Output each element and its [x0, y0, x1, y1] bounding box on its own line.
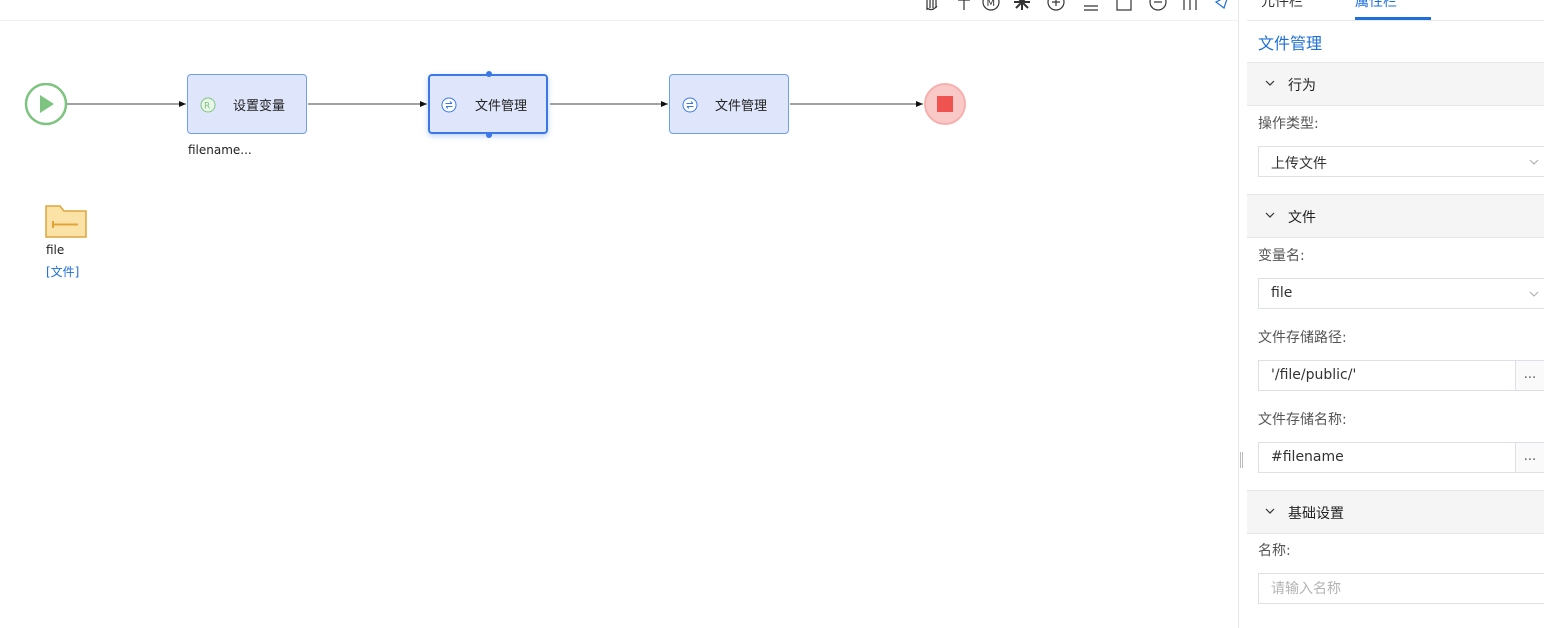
operation-type-select[interactable]: 上传文件	[1258, 146, 1544, 177]
zoom-out-icon[interactable]	[1148, 0, 1168, 12]
storage-name-label: 文件存储名称:	[1258, 412, 1347, 428]
storage-name-more-button[interactable]: ...	[1516, 442, 1544, 473]
section-title: 基础设置	[1288, 506, 1344, 522]
settings-tool-icon[interactable]	[1012, 0, 1032, 12]
section-behavior[interactable]: 行为	[1247, 62, 1544, 106]
flow-edges	[67, 101, 923, 107]
resize-handle[interactable]	[1240, 452, 1244, 468]
active-tab-indicator	[1355, 17, 1431, 20]
section-file[interactable]: 文件	[1247, 194, 1544, 238]
input-value: #filename	[1271, 449, 1344, 465]
select-value: file	[1271, 285, 1293, 301]
layout-icon[interactable]	[1180, 0, 1200, 12]
canvas-toolbar: M	[0, 0, 1238, 21]
operation-type-label: 操作类型:	[1258, 116, 1319, 132]
tab-properties[interactable]: 属性栏	[1355, 0, 1397, 10]
storage-path-field: '/file/public/' ...	[1258, 360, 1544, 391]
panel-tabs: 元件栏 属性栏	[1247, 0, 1544, 21]
name-label: 名称:	[1258, 543, 1291, 559]
svg-text:R: R	[204, 102, 210, 112]
storage-name-input[interactable]: #filename	[1258, 442, 1516, 473]
marker-tool-icon[interactable]: M	[981, 0, 1001, 12]
zoom-in-icon[interactable]	[1046, 0, 1066, 12]
node-label: 文件管理	[715, 99, 768, 114]
section-title: 文件	[1288, 210, 1316, 226]
variable-name: file	[46, 243, 65, 257]
panel-title: 文件管理	[1258, 34, 1323, 53]
node-caption: filename...	[188, 143, 252, 157]
fit-view-icon[interactable]	[1114, 0, 1134, 12]
file-manage-node[interactable]: 文件管理	[669, 74, 789, 134]
pointer-icon[interactable]	[1212, 0, 1232, 12]
set-variable-node[interactable]: R 设置变量	[187, 74, 307, 134]
tab-components[interactable]: 元件栏	[1261, 0, 1303, 10]
file-manage-node-selected[interactable]: 文件管理	[428, 74, 548, 134]
storage-path-input[interactable]: '/file/public/'	[1258, 360, 1516, 391]
node-connect-handle-top[interactable]	[486, 71, 492, 77]
variable-name-select[interactable]: file	[1258, 278, 1544, 309]
variable-icon: R	[200, 97, 216, 113]
hand-tool-icon[interactable]	[922, 0, 942, 12]
chevron-down-icon	[1265, 508, 1275, 514]
text-tool-icon[interactable]	[954, 0, 974, 12]
svg-text:M: M	[987, 0, 996, 9]
chevron-down-icon	[1265, 80, 1275, 86]
input-value: '/file/public/'	[1271, 367, 1357, 383]
variable-type: [文件]	[46, 265, 80, 279]
storage-path-label: 文件存储路径:	[1258, 330, 1347, 346]
folder-icon[interactable]	[44, 203, 90, 239]
select-value: 上传文件	[1271, 156, 1327, 172]
node-connect-handle-bottom[interactable]	[486, 132, 492, 138]
chevron-down-icon	[1529, 159, 1539, 165]
variable-name-label: 变量名:	[1258, 248, 1305, 264]
node-label: 文件管理	[475, 99, 528, 114]
node-label: 设置变量	[233, 99, 286, 114]
section-title: 行为	[1288, 78, 1316, 94]
name-input[interactable]	[1258, 573, 1544, 604]
transfer-icon	[682, 97, 698, 113]
properties-panel: 元件栏 属性栏 文件管理 行为 操作类型: 上传文件 文件 变量名: file …	[1247, 0, 1544, 628]
start-event[interactable]	[24, 83, 68, 127]
align-icon[interactable]	[1081, 0, 1101, 12]
flow-canvas[interactable]: M R 设置变量 filename...	[0, 0, 1238, 628]
storage-name-field: #filename ...	[1258, 442, 1544, 473]
end-event[interactable]	[923, 83, 967, 127]
transfer-icon	[441, 97, 457, 113]
chevron-down-icon	[1265, 212, 1275, 218]
section-basic[interactable]: 基础设置	[1247, 490, 1544, 534]
panel-divider	[1238, 0, 1239, 628]
storage-path-more-button[interactable]: ...	[1516, 360, 1544, 391]
chevron-down-icon	[1529, 291, 1539, 297]
